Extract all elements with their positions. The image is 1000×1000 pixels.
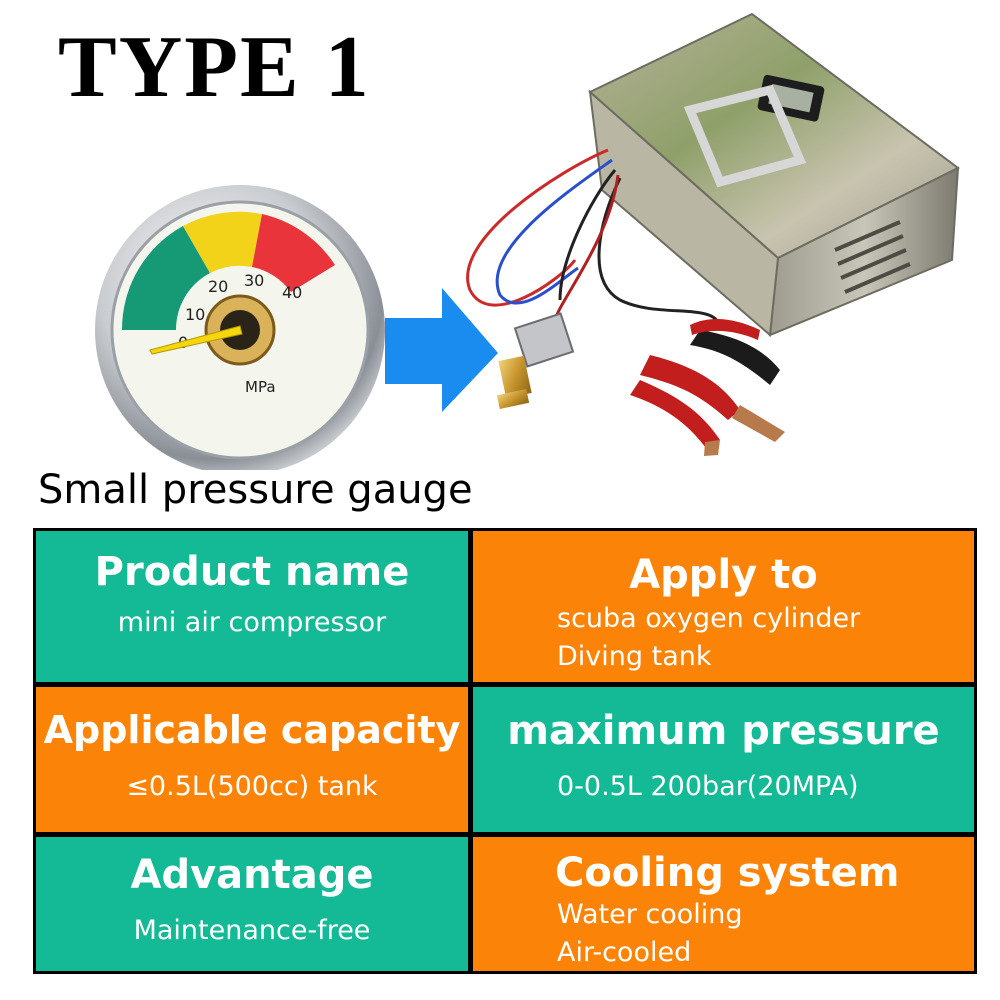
spec-applicable-capacity: Applicable capacity ≤0.5L(500cc) tank: [36, 687, 468, 832]
spec-label: Advantage: [130, 852, 374, 898]
arrow-icon: [385, 288, 498, 412]
spec-value: mini air compressor: [117, 607, 387, 638]
battery-clips: [630, 318, 785, 456]
spec-label: Apply to: [629, 552, 818, 598]
spec-label: maximum pressure: [507, 708, 940, 754]
spec-value-line: Air-cooled: [557, 937, 692, 969]
page-title: TYPE 1: [58, 19, 371, 116]
gauge-tick-labels: 0 10 20 30 40: [178, 271, 302, 352]
spec-advantage: Advantage Maintenance-free: [36, 837, 468, 971]
spec-maximum-pressure: maximum pressure 0-0.5L 200bar(20MPA): [473, 687, 974, 832]
pressure-gauge: 0 10 20 30 40 MPa: [95, 185, 385, 470]
spec-value: scuba oxygen cylinder Diving tank: [557, 603, 860, 674]
gauge-tick: 20: [208, 277, 228, 296]
spec-value-line: scuba oxygen cylinder: [557, 603, 861, 634]
gauge-tick: 30: [244, 271, 264, 290]
product-photo: 0 10 20 30 40 MPa: [95, 12, 960, 470]
gauge-caption: Small pressure gauge: [38, 467, 473, 513]
spec-value: 0-0.5L 200bar(20MPA): [557, 771, 859, 802]
spec-value: Water cooling Air-cooled: [557, 899, 743, 970]
spec-value: ≤0.5L(500cc) tank: [126, 771, 378, 802]
spec-label: Product name: [94, 549, 410, 595]
gauge-tick: 10: [185, 305, 205, 324]
spec-label: Cooling system: [555, 850, 900, 896]
gauge-unit: MPa: [245, 378, 276, 396]
spec-table: Product name mini air compressor Apply t…: [33, 528, 977, 974]
spec-cooling-system: Cooling system Water cooling Air-cooled: [473, 837, 974, 971]
air-fitting: [496, 312, 575, 409]
wires: [466, 148, 722, 331]
spec-value: Maintenance-free: [133, 915, 371, 946]
spec-value-line: Water cooling: [557, 899, 743, 930]
spec-value-line: Diving tank: [557, 641, 712, 673]
compressor-unit: [588, 12, 960, 338]
spec-product-name: Product name mini air compressor: [36, 531, 468, 682]
spec-apply-to: Apply to scuba oxygen cylinder Diving ta…: [473, 531, 974, 682]
spec-label: Applicable capacity: [43, 708, 461, 752]
gauge-tick: 40: [282, 283, 302, 302]
